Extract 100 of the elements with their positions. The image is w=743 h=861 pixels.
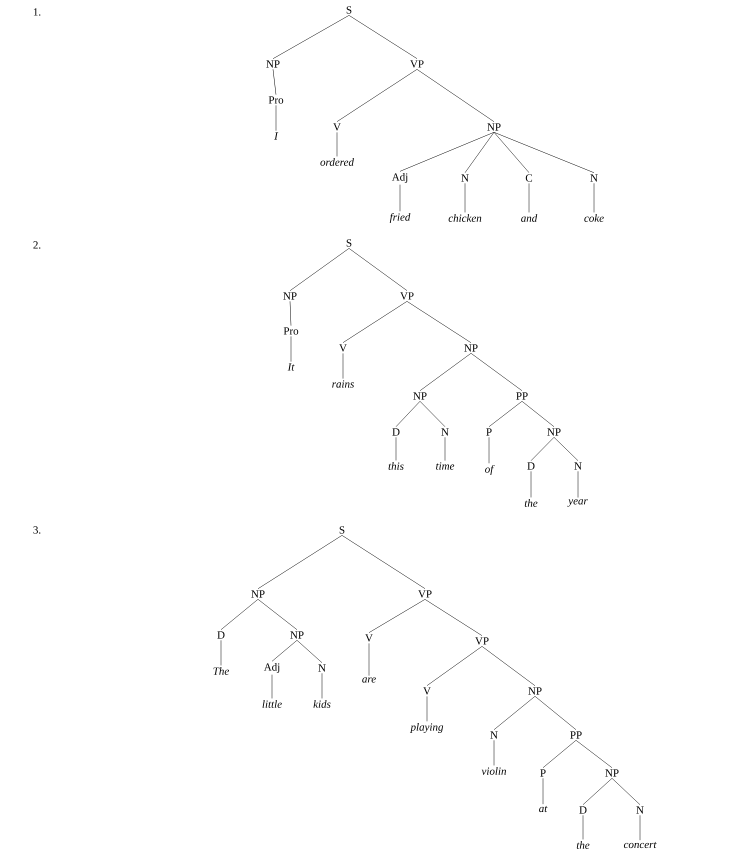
word-label: of: [485, 464, 495, 476]
category-label: VP: [418, 590, 432, 598]
word-label: are: [362, 677, 376, 683]
tree-branch: [488, 437, 490, 464]
word-label: fried: [390, 212, 410, 223]
word-label: the: [524, 499, 538, 507]
category-label: VP: [410, 60, 424, 68]
category-label: N: [461, 174, 469, 182]
tree-branch: [426, 646, 482, 686]
word-label: violin: [482, 767, 506, 775]
category-label: D: [217, 631, 225, 639]
category-label: D: [392, 428, 400, 436]
category-label: V: [365, 634, 373, 642]
category-label: P: [486, 428, 492, 436]
category-label: V: [423, 687, 431, 695]
word-label: The: [214, 667, 229, 675]
tree-branch: [464, 183, 466, 213]
tree-branch: [530, 437, 554, 461]
category-label: Adj: [392, 173, 408, 183]
word-label: kids: [314, 700, 330, 708]
tree-branch: [258, 535, 342, 589]
tree-branch: [488, 401, 522, 427]
category-label: NP: [605, 769, 619, 777]
tree-branch: [420, 353, 472, 391]
tree-branch: [342, 353, 344, 379]
tree-branch: [272, 69, 276, 95]
tree-branch: [528, 183, 530, 213]
tree-branch: [406, 301, 472, 343]
tree-branch: [424, 599, 482, 636]
category-label: P: [540, 769, 546, 777]
category-label: Pro: [268, 96, 284, 104]
category-label: VP: [400, 292, 414, 300]
word-label: playing: [410, 723, 444, 733]
tree-branch: [220, 599, 258, 630]
word-label: ordered: [320, 158, 354, 166]
tree-branch: [494, 132, 530, 173]
word-label: this: [388, 462, 404, 470]
tree-branch: [396, 401, 420, 427]
category-label: NP: [283, 292, 297, 300]
word-label: concert: [624, 842, 657, 848]
example-number: 3.: [33, 526, 40, 534]
category-label: Pro: [284, 327, 298, 335]
tree-branch: [582, 778, 612, 805]
word-label: year: [567, 499, 588, 507]
tree-branch: [368, 599, 426, 633]
tree-branch: [272, 640, 298, 662]
category-label: NP: [266, 60, 280, 68]
category-label: NP: [528, 687, 542, 695]
tree-branch: [342, 301, 408, 343]
example-number: 1.: [34, 8, 40, 16]
category-label: NP: [464, 344, 478, 352]
tree-branch: [258, 599, 298, 630]
category-label: PP: [516, 392, 528, 400]
tree-branch: [342, 535, 426, 589]
category-label: NP: [290, 631, 304, 639]
category-label: NP: [547, 428, 561, 436]
category-label: C: [526, 174, 532, 182]
category-label: S: [346, 6, 352, 14]
tree-branch: [530, 471, 532, 498]
category-label: Adj: [264, 663, 280, 673]
category-label: S: [346, 239, 352, 247]
tree-branch: [336, 69, 418, 122]
tree-branch: [464, 132, 494, 173]
tree-branch: [426, 696, 428, 722]
tree-branch: [348, 248, 408, 291]
tree-branch: [470, 353, 522, 391]
tree-branch: [494, 696, 536, 730]
category-label: NP: [487, 123, 501, 131]
tree-branch: [290, 336, 292, 362]
tree-branch: [272, 15, 350, 59]
tree-branch: [368, 643, 370, 676]
category-label: V: [339, 344, 347, 352]
word-label: rains: [332, 380, 354, 388]
tree-branch: [576, 740, 612, 768]
tree-branch: [296, 640, 322, 663]
category-label: N: [636, 806, 644, 814]
category-label: D: [527, 462, 535, 470]
tree-branch: [290, 248, 350, 291]
example-number: 2.: [33, 241, 40, 249]
tree-branch: [336, 132, 338, 157]
tree-branch: [220, 640, 222, 666]
tree-branch: [534, 696, 576, 730]
category-label: S: [340, 526, 344, 534]
tree-branch: [416, 69, 494, 122]
category-label: N: [590, 174, 598, 182]
word-label: time: [436, 462, 454, 470]
word-label: chicken: [448, 214, 482, 222]
tree-branch: [420, 401, 446, 427]
tree-branch: [612, 778, 640, 805]
tree-branch: [494, 132, 594, 173]
tree-branch: [400, 132, 494, 172]
tree-branch: [444, 437, 446, 461]
category-label: NP: [251, 590, 265, 598]
word-label: It: [288, 363, 295, 371]
tree-branch: [554, 437, 578, 461]
word-label: at: [539, 806, 548, 812]
tree-branch: [582, 815, 584, 840]
tree-branch: [290, 301, 292, 326]
word-label: I: [274, 132, 278, 140]
category-label: N: [490, 731, 498, 739]
